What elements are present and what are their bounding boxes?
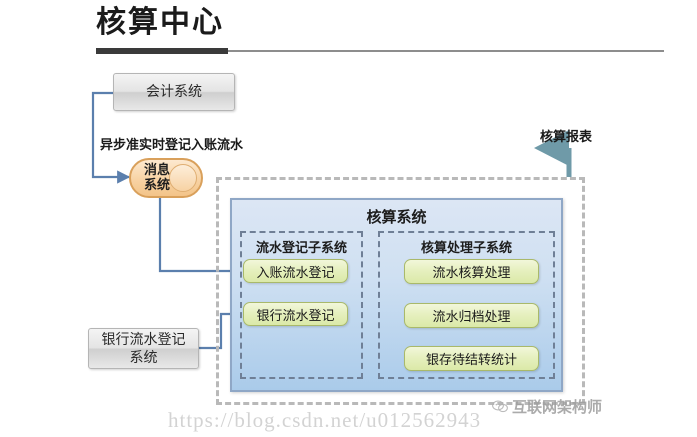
watermark-brand: 互联网架构师 — [492, 396, 602, 417]
wechat-icon — [492, 400, 508, 413]
message-system-capsule[interactable]: 消息 系统 — [129, 158, 203, 198]
node-bank-flow-register-label: 银行流水登记 — [256, 307, 335, 323]
node-bank-balance-carryover-stat[interactable]: 银存待结转统计 — [404, 346, 539, 371]
subsystem-accounting-processing: 核算处理子系统 — [378, 231, 555, 379]
report-label: 核算报表 — [540, 129, 593, 144]
node-entry-flow-register-label: 入账流水登记 — [256, 264, 335, 280]
node-flow-accounting-processing-label: 流水核算处理 — [432, 265, 511, 280]
node-flow-accounting-processing[interactable]: 流水核算处理 — [404, 259, 539, 284]
subsystem-flow-register-title: 流水登记子系统 — [255, 240, 347, 255]
bank-register-system-label: 银行流水登记 系统 — [101, 331, 186, 365]
title-rule-thin — [228, 50, 664, 52]
accounting-system-box[interactable]: 会计系统 — [113, 73, 235, 111]
watermark-brand-label: 互联网架构师 — [512, 399, 603, 416]
subsystem-flow-register: 流水登记子系统 — [240, 231, 363, 379]
accounting-center-boundary — [216, 177, 585, 405]
node-bank-balance-carryover-stat-label: 银存待结转统计 — [425, 352, 517, 367]
async-flow-label: 异步准实时登记入账流水 — [100, 137, 244, 152]
node-bank-flow-register[interactable]: 银行流水登记 — [243, 302, 348, 326]
accounting-system-label: 会计系统 — [146, 83, 202, 100]
node-flow-archive-processing-label: 流水归档处理 — [432, 309, 511, 324]
cylinder-cap-icon — [169, 164, 197, 192]
bank-register-system-box[interactable]: 银行流水登记 系统 — [88, 328, 199, 369]
message-system-label: 消息 系统 — [143, 162, 170, 192]
core-system-title: 核算系统 — [366, 209, 427, 226]
node-entry-flow-register[interactable]: 入账流水登记 — [243, 259, 348, 283]
watermark-url: https://blog.csdn.net/u012562943 — [168, 408, 482, 432]
node-flow-archive-processing[interactable]: 流水归档处理 — [404, 303, 539, 328]
title-rule-thick — [96, 48, 228, 54]
subsystem-accounting-processing-title: 核算处理子系统 — [420, 240, 512, 255]
page-title: 核算中心 — [96, 6, 224, 39]
